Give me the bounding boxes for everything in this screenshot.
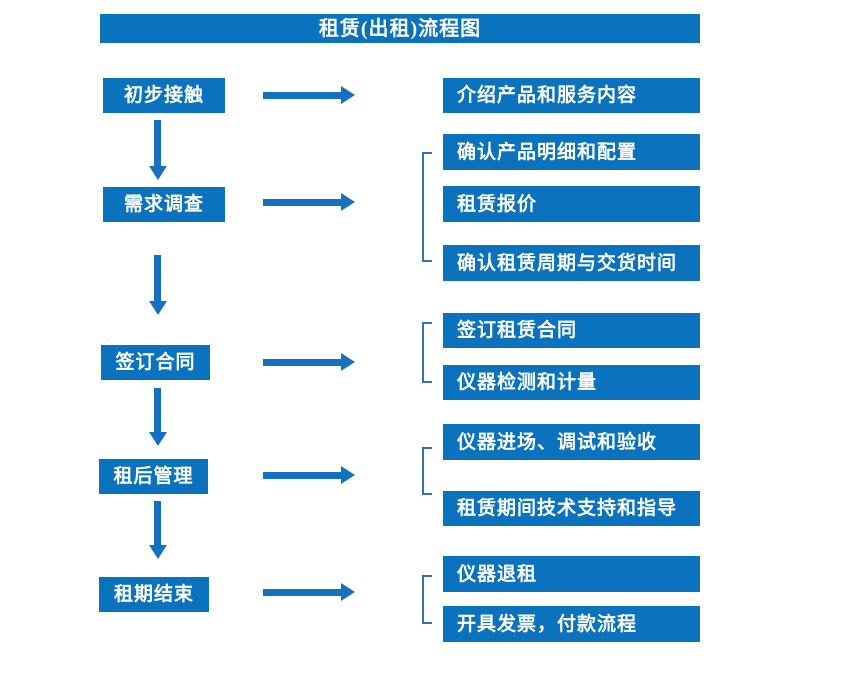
down-arrow-shaft xyxy=(154,388,161,433)
right-arrow-icon xyxy=(263,86,355,104)
right-arrow-shaft xyxy=(263,92,341,99)
down-arrow-shaft xyxy=(154,501,161,546)
down-arrow-icon xyxy=(149,501,167,559)
right-arrow-head xyxy=(341,353,355,371)
step-box-post-rental-management: 租后管理 xyxy=(99,459,208,494)
detail-box-introduce-products: 介绍产品和服务内容 xyxy=(443,78,700,113)
right-arrow-icon xyxy=(263,193,355,211)
step-box-demand-survey: 需求调查 xyxy=(103,187,225,222)
step-box-rental-end: 租期结束 xyxy=(99,577,209,612)
down-arrow-shaft xyxy=(154,120,161,167)
down-arrow-icon xyxy=(149,255,167,315)
detail-box-tech-support: 租赁期间技术支持和指导 xyxy=(443,491,700,526)
down-arrow-shaft xyxy=(154,255,161,302)
right-arrow-icon xyxy=(263,466,355,484)
down-arrow-head xyxy=(149,166,167,180)
detail-box-invoice-payment: 开具发票，付款流程 xyxy=(443,606,700,642)
right-arrow-shaft xyxy=(263,199,341,206)
down-arrow-head xyxy=(149,545,167,559)
bracket-group-sign-contract xyxy=(422,322,432,383)
step-box-initial-contact: 初步接触 xyxy=(103,78,225,113)
right-arrow-head xyxy=(341,466,355,484)
right-arrow-head xyxy=(341,86,355,104)
detail-box-instrument-setup-acceptance: 仪器进场、调试和验收 xyxy=(443,424,700,460)
right-arrow-icon xyxy=(263,583,355,601)
detail-box-confirm-period-delivery: 确认租赁周期与交货时间 xyxy=(443,245,700,281)
down-arrow-icon xyxy=(149,120,167,180)
right-arrow-icon xyxy=(263,353,355,371)
right-arrow-head xyxy=(341,583,355,601)
bracket-group-post-rental xyxy=(422,447,432,495)
step-box-sign-contract: 签订合同 xyxy=(101,345,210,380)
down-arrow-head xyxy=(149,432,167,446)
down-arrow-icon xyxy=(149,388,167,446)
bracket-group-demand-survey xyxy=(422,152,432,262)
detail-box-sign-rental-contract: 签订租赁合同 xyxy=(443,313,700,348)
right-arrow-shaft xyxy=(263,472,341,479)
right-arrow-shaft xyxy=(263,359,341,366)
detail-box-instrument-return: 仪器退租 xyxy=(443,556,700,592)
down-arrow-head xyxy=(149,301,167,315)
right-arrow-shaft xyxy=(263,589,341,596)
detail-box-confirm-product-details: 确认产品明细和配置 xyxy=(443,134,700,170)
bracket-group-rental-end xyxy=(422,575,432,624)
detail-box-instrument-testing: 仪器检测和计量 xyxy=(443,365,700,400)
detail-box-rental-quotation: 租赁报价 xyxy=(443,186,700,222)
flowchart-title: 租赁(出租)流程图 xyxy=(100,14,700,43)
right-arrow-head xyxy=(341,193,355,211)
